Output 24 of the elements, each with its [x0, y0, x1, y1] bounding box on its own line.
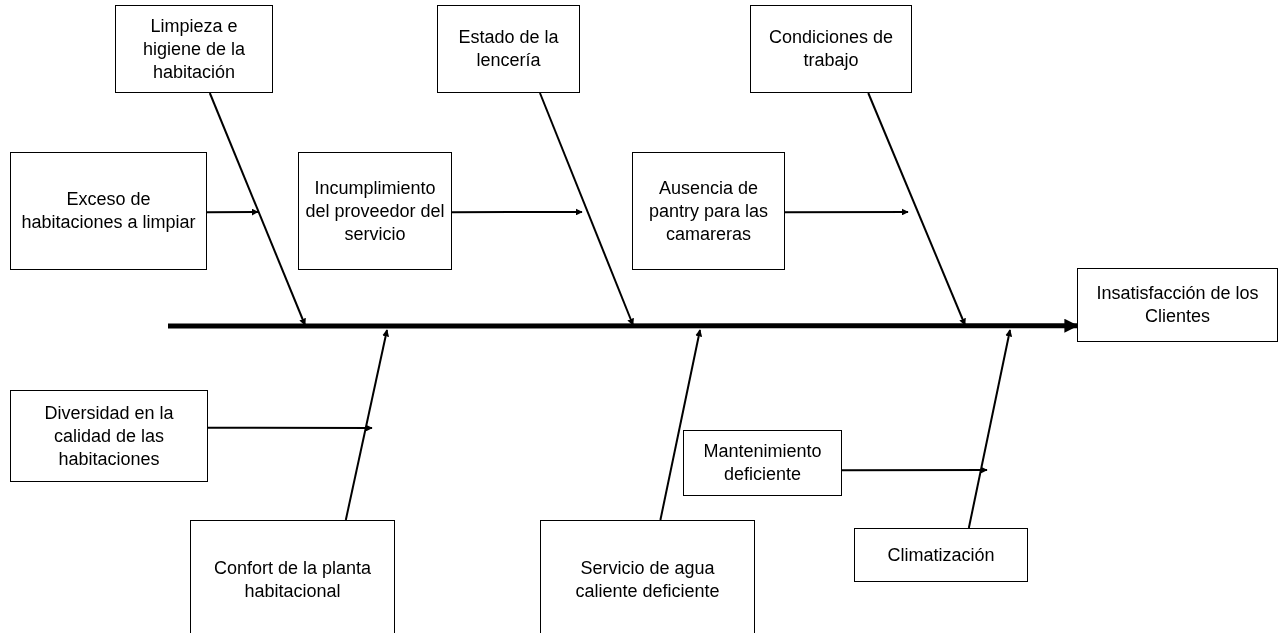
- arrow: [451, 208, 583, 216]
- cause-box: Limpieza e higiene de la habitación: [115, 5, 273, 93]
- cause-box: Exceso de habitaciones a limpiar: [10, 152, 207, 270]
- cause-box: Ausencia de pantry para las camareras: [632, 152, 785, 270]
- arrow: [841, 466, 988, 474]
- arrow: [207, 424, 373, 432]
- arrow: [659, 329, 703, 521]
- cause-box: Confort de la planta habitacional: [190, 520, 395, 633]
- cause-box: Mantenimiento deficiente: [683, 430, 842, 496]
- arrow: [538, 92, 634, 326]
- cause-box: Incumplimiento del proveedor del servicio: [298, 152, 452, 270]
- arrow: [967, 329, 1013, 529]
- arrow: [206, 208, 259, 216]
- arrow: [867, 92, 966, 326]
- cause-box: Condiciones de trabajo: [750, 5, 912, 93]
- arrow: [344, 329, 390, 521]
- arrow: [168, 318, 1079, 333]
- effect-box: Insatisfacción de los Clientes: [1077, 268, 1278, 342]
- arrow: [208, 92, 306, 326]
- arrow: [784, 208, 909, 216]
- cause-box: Estado de la lencería: [437, 5, 580, 93]
- cause-box: Climatización: [854, 528, 1028, 582]
- cause-box: Diversidad en la calidad de las habitaciones: [10, 390, 208, 482]
- cause-box: Servicio de agua caliente deficiente: [540, 520, 755, 633]
